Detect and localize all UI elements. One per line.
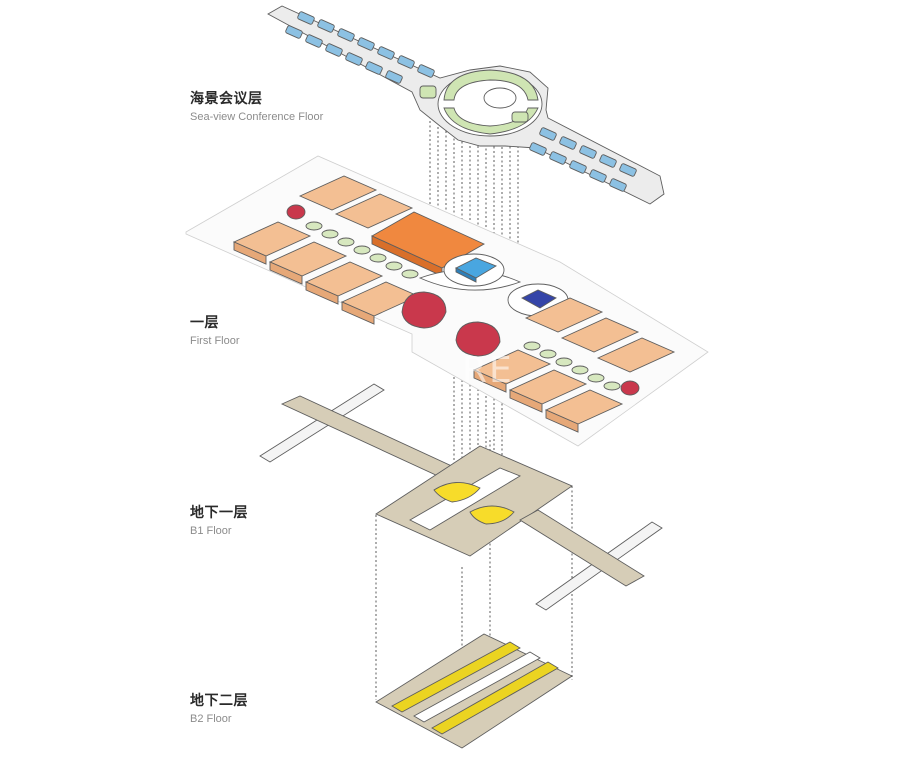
b1-floor bbox=[259, 383, 663, 611]
b2-lane-lower bbox=[431, 661, 559, 735]
corridor-right bbox=[523, 341, 621, 391]
conference-rooms-right bbox=[529, 127, 637, 192]
b2-floor bbox=[375, 633, 573, 749]
conference-rooms-left bbox=[285, 11, 435, 84]
b2-lane-upper bbox=[391, 641, 521, 713]
first-floor-site bbox=[185, 155, 709, 447]
red-pavilion-small-left bbox=[286, 204, 306, 220]
label-first-floor-zh: 一层 bbox=[190, 314, 219, 330]
label-first-floor-en: First Floor bbox=[190, 335, 240, 347]
label-b2-floor: 地下二层 B2 Floor bbox=[190, 690, 248, 725]
b1-arm-right bbox=[519, 509, 645, 587]
exhibition-halls-left bbox=[232, 175, 420, 325]
b1-core-upper bbox=[433, 482, 481, 503]
red-pavilion-left bbox=[401, 291, 447, 329]
label-b1-floor: 地下一层 B1 Floor bbox=[190, 502, 248, 537]
corridor-left bbox=[305, 221, 419, 279]
label-b1-floor-en: B1 Floor bbox=[190, 525, 232, 537]
label-sea-view-floor-en: Sea-view Conference Floor bbox=[190, 111, 324, 123]
b1-core-lower bbox=[469, 505, 515, 525]
navy-pavilion bbox=[521, 289, 557, 309]
red-pavilion-center bbox=[455, 321, 501, 357]
watermark: RE bbox=[462, 350, 514, 391]
label-sea-view-floor: 海景会议层 Sea-view Conference Floor bbox=[190, 88, 323, 123]
sea-view-conference-floor bbox=[267, 5, 665, 205]
red-pavilion-small-right bbox=[620, 380, 640, 396]
label-first-floor: 一层 First Floor bbox=[190, 312, 240, 347]
label-b1-floor-zh: 地下一层 bbox=[190, 504, 248, 520]
first-floor bbox=[185, 155, 709, 447]
conference-hub bbox=[419, 69, 543, 137]
green-ring bbox=[443, 69, 539, 101]
b1-ramp-left bbox=[259, 383, 385, 463]
label-sea-view-floor-zh: 海景会议层 bbox=[190, 90, 263, 106]
label-b2-floor-en: B2 Floor bbox=[190, 713, 232, 725]
label-b2-floor-zh: 地下二层 bbox=[190, 692, 248, 708]
b2-mid-gap bbox=[413, 651, 541, 723]
exhibition-halls-right bbox=[472, 297, 676, 433]
